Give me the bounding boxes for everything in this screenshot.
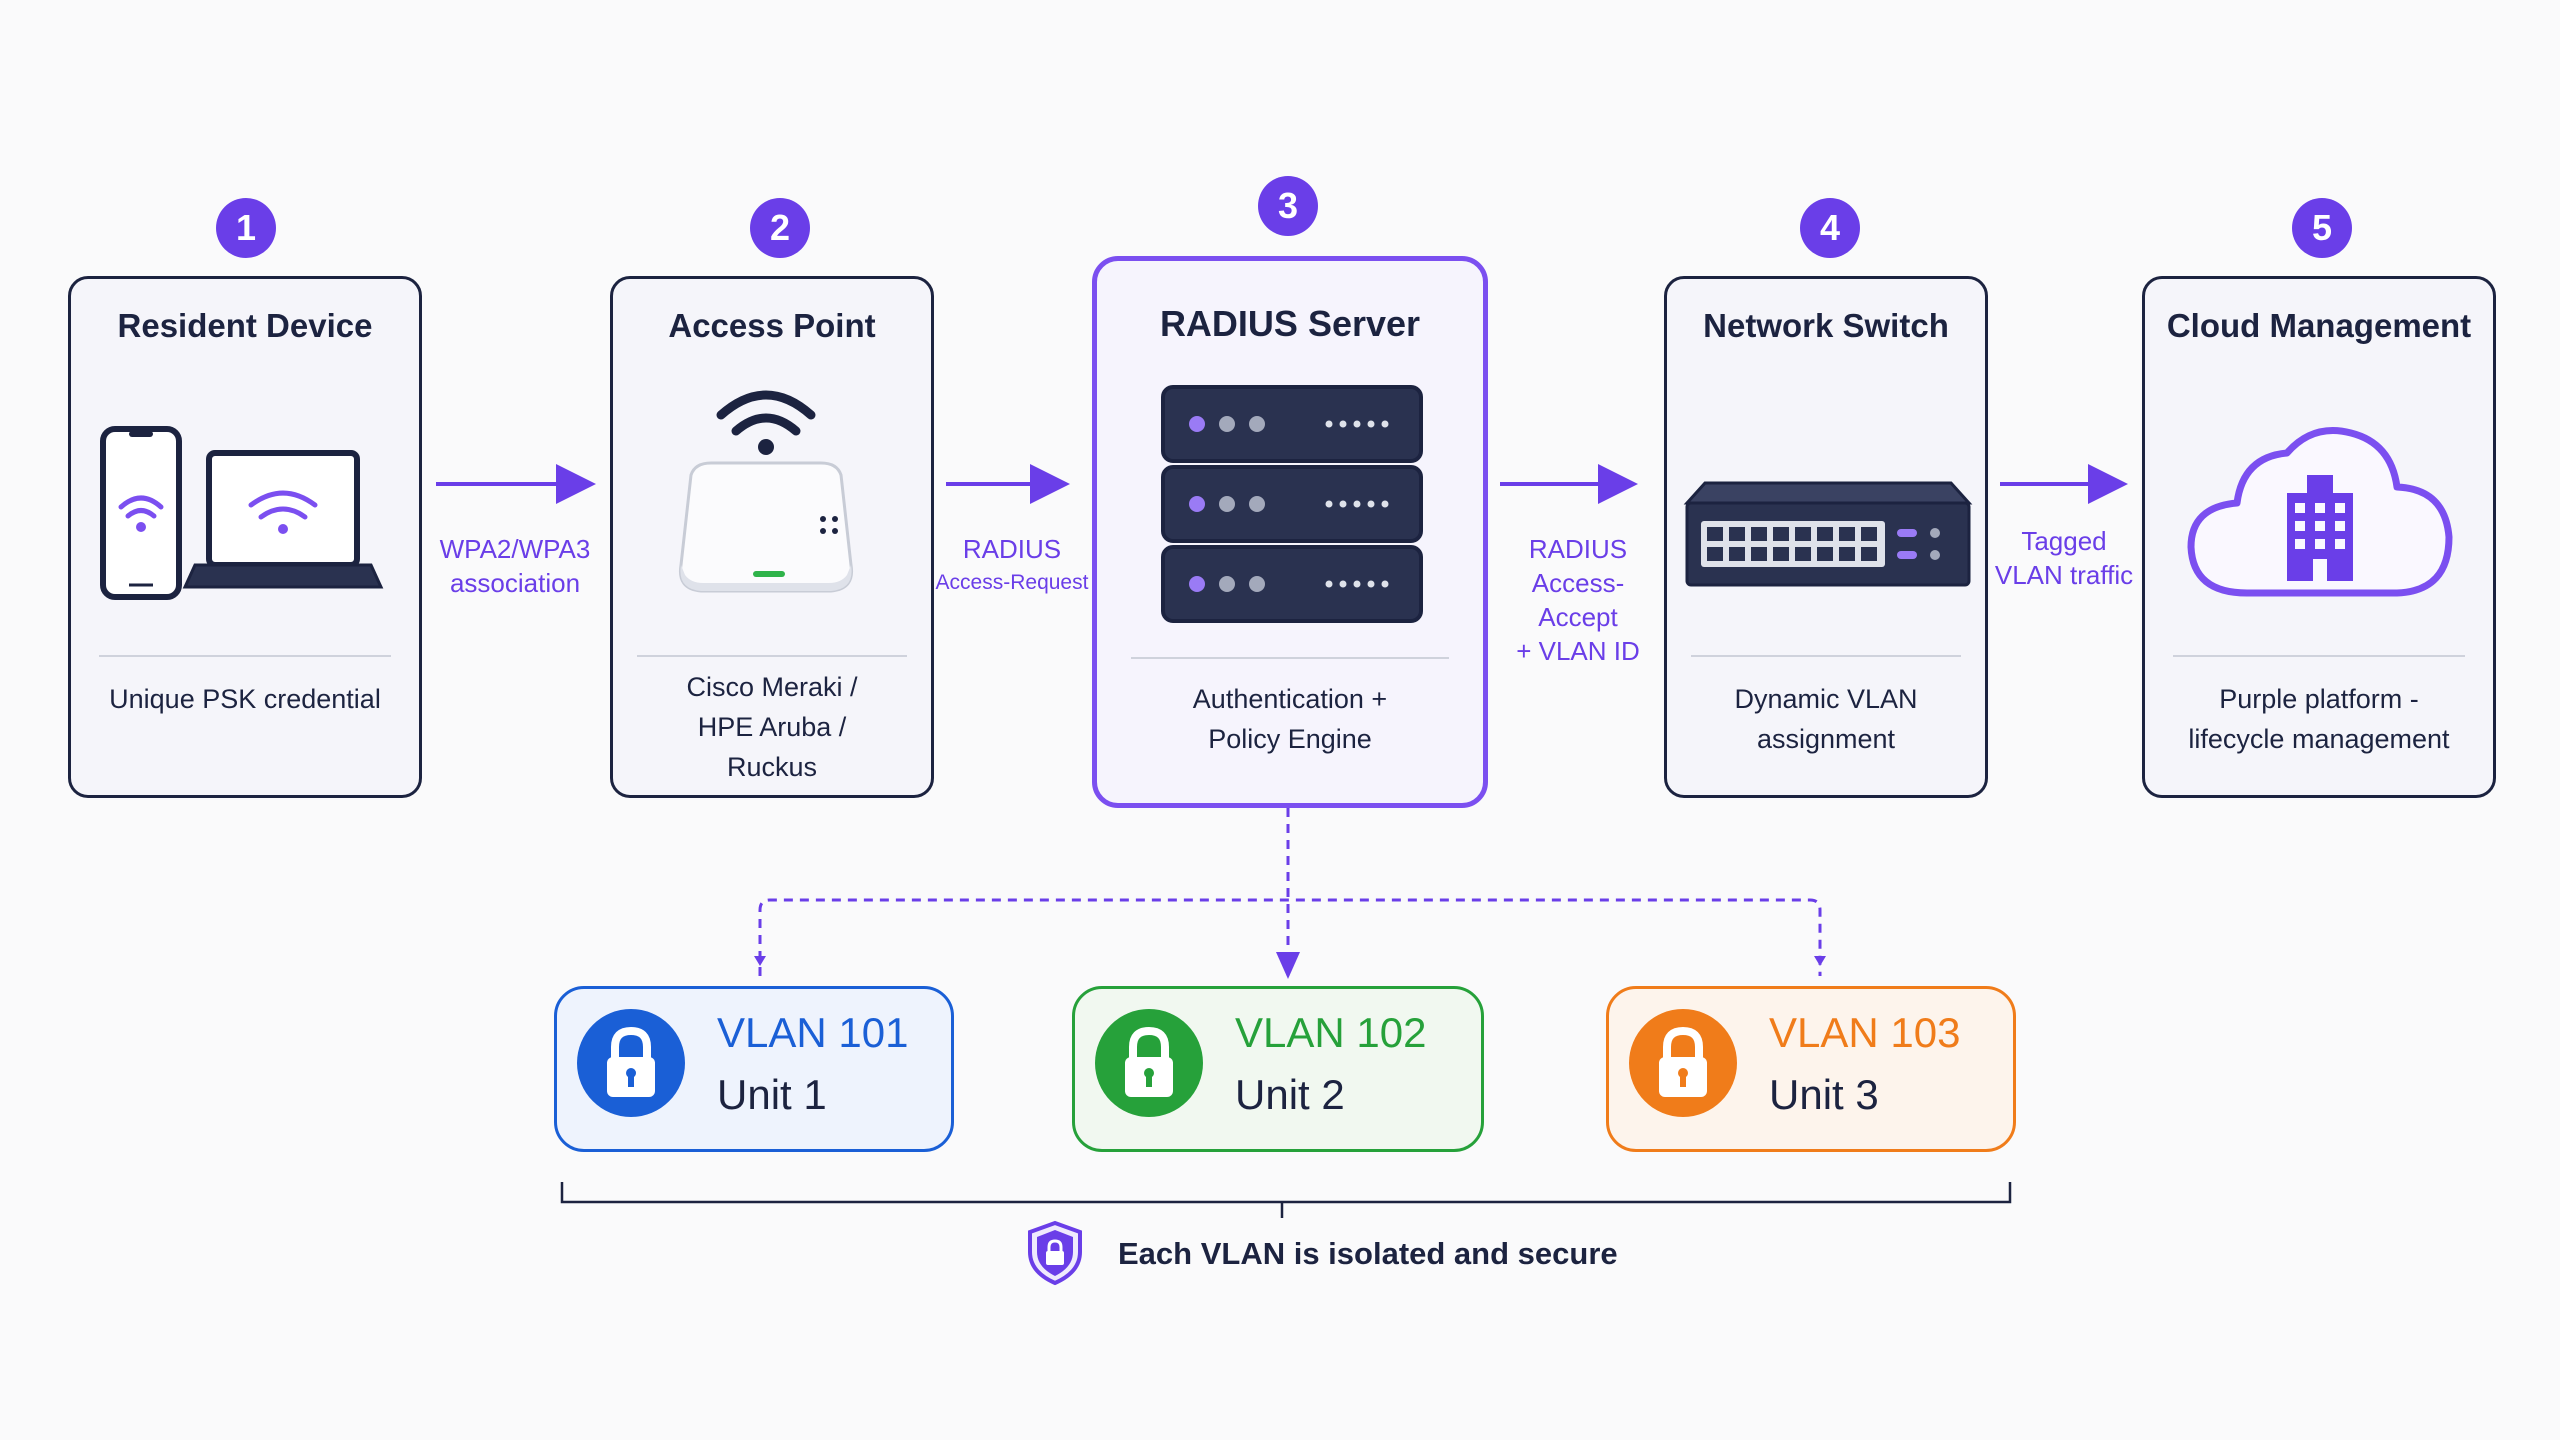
access-point-title: Access Point [668,307,876,344]
vlan-103-id: VLAN 103 [1769,1009,1961,1056]
resident-device-card: Resident Device U [68,276,422,798]
vlan-distribution-dashed [758,808,1822,979]
wireless-access-point-icon [651,379,901,624]
vlan-group-bracket [560,1182,2012,1218]
vlan-103-unit: Unit 3 [1769,1071,1879,1118]
radius-server-card: RADIUS Server [1092,256,1488,808]
network-switch-title: Network Switch [1703,307,1949,344]
resident-device-title: Resident Device [117,307,373,344]
network-switch-icon [1683,479,1973,594]
radius-server-desc: Authentication + Policy Engine [1192,684,1388,754]
cloud-management-desc: Purple platform - lifecycle management [2188,684,2450,754]
radius-access-accept-label: RADIUS Access-Accept + VLAN ID [1516,534,1640,666]
cloud-building-icon [2183,417,2459,612]
step-1-badge: 1 [216,198,276,258]
server-rack-icon [1161,385,1423,630]
radius-server-title: RADIUS Server [1159,303,1421,344]
padlock-icon [1629,1009,1737,1117]
tagged-vlan-traffic-label: Tagged VLAN traffic [1994,526,2134,590]
vlan-101-box: VLAN 101 Unit 1 [554,986,954,1152]
cloud-management-title: Cloud Management [2166,307,2472,344]
card-divider [637,655,907,657]
network-switch-card: Network Switch Dynamic VLAN a [1664,276,1988,798]
vlan-101-unit: Unit 1 [717,1071,827,1118]
step-4-badge: 4 [1800,198,1860,258]
step-5-badge: 5 [2292,198,2352,258]
vlan-102-box: VLAN 102 Unit 2 [1072,986,1484,1152]
card-divider [1691,655,1961,657]
vlan-102-id: VLAN 102 [1235,1009,1427,1056]
step-3-badge: 3 [1258,176,1318,236]
cloud-management-card: Cloud Management Purple platform - lifec… [2142,276,2496,798]
access-point-card: Access Point Cisco Meraki / HPE Aruba / … [610,276,934,798]
card-divider [2173,655,2465,657]
resident-device-desc: Unique PSK credential [109,684,381,714]
card-divider [99,655,391,657]
wpa-association-label: WPA2/WPA3 association [439,534,591,598]
card-divider [1131,657,1449,659]
padlock-icon [577,1009,685,1117]
padlock-icon [1095,1009,1203,1117]
vlan-102-unit: Unit 2 [1235,1071,1345,1118]
radius-access-request-label: RADIUS Access-Request [935,534,1089,594]
access-point-desc: Cisco Meraki / HPE Aruba / Ruckus [686,672,858,782]
smartphone-laptop-icon [99,425,409,610]
network-switch-desc: Dynamic VLAN assignment [1734,684,1918,754]
shield-lock-icon [1026,1220,1084,1291]
vlan-101-id: VLAN 101 [717,1009,909,1056]
step-2-badge: 2 [750,198,810,258]
vlan-103-box: VLAN 103 Unit 3 [1606,986,2016,1152]
vlan-isolation-note: Each VLAN is isolated and secure [1118,1236,1618,1271]
